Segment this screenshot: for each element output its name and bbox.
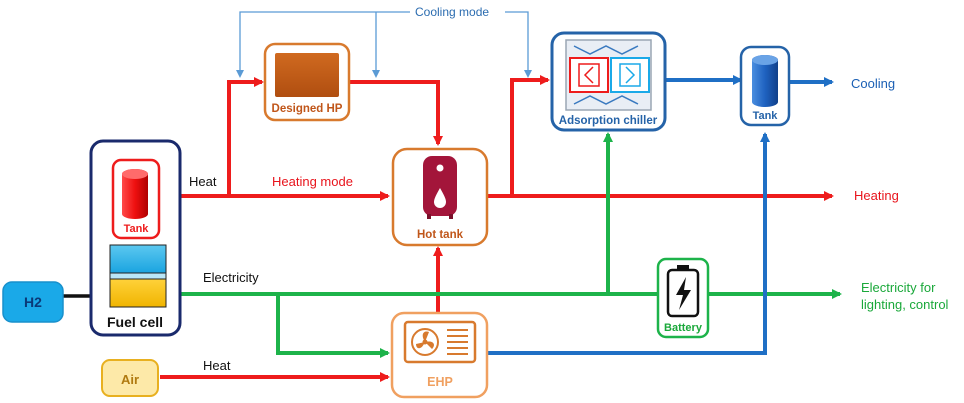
hot-tank-label: Hot tank — [417, 229, 464, 241]
fuel-cell-unit: Tank Fuel cell — [89, 139, 182, 337]
cold-tank: Tank — [739, 45, 791, 127]
fuel-cell-tank: Tank — [111, 158, 161, 240]
cooling-flow-lines — [487, 75, 834, 355]
fuel-cell-stack-icon — [109, 244, 167, 308]
electricity-flow-lines — [168, 132, 842, 358]
chiller-icon — [565, 39, 652, 111]
battery: Battery — [656, 257, 710, 339]
air-source: Air — [101, 359, 159, 397]
red-tank-icon — [122, 169, 148, 219]
designed-hp-label: Designed HP — [272, 103, 343, 115]
blue-tank-icon — [752, 55, 778, 107]
air-label: Air — [121, 372, 139, 387]
electricity-label: Electricity — [203, 270, 259, 285]
fuel-cell-tank-label: Tank — [124, 223, 150, 235]
hot-tank: Hot tank — [391, 147, 489, 247]
h2-source: H2 — [2, 281, 64, 323]
cold-tank-label: Tank — [753, 110, 779, 122]
heating-mode-label: Heating mode — [272, 174, 353, 189]
electricity-output-label-line1: Electricity for — [861, 280, 936, 295]
h2-label: H2 — [24, 294, 42, 310]
ehp-label: EHP — [427, 375, 453, 389]
fan-unit-icon — [403, 320, 477, 364]
boiler-icon — [423, 156, 457, 219]
cooling-mode-control-lines — [236, 11, 532, 78]
electric-heat-pump: EHP — [390, 311, 489, 399]
designed-heat-pump: Designed HP — [263, 42, 351, 122]
heating-output-label: Heating — [854, 188, 899, 203]
fuel-cell-label: Fuel cell — [107, 314, 163, 330]
heat-label-top: Heat — [189, 174, 217, 189]
battery-label: Battery — [664, 322, 703, 334]
battery-icon — [666, 265, 700, 318]
adsorption-chiller-label: Adsorption chiller — [559, 115, 658, 127]
adsorption-chiller: Adsorption chiller — [550, 31, 667, 132]
heat-pump-icon — [275, 53, 339, 97]
heat-label-bottom: Heat — [203, 358, 231, 373]
cooling-mode-label: Cooling mode — [415, 5, 489, 19]
electricity-output-label-line2: lighting, control — [861, 297, 949, 312]
cooling-output-label: Cooling — [851, 76, 895, 91]
